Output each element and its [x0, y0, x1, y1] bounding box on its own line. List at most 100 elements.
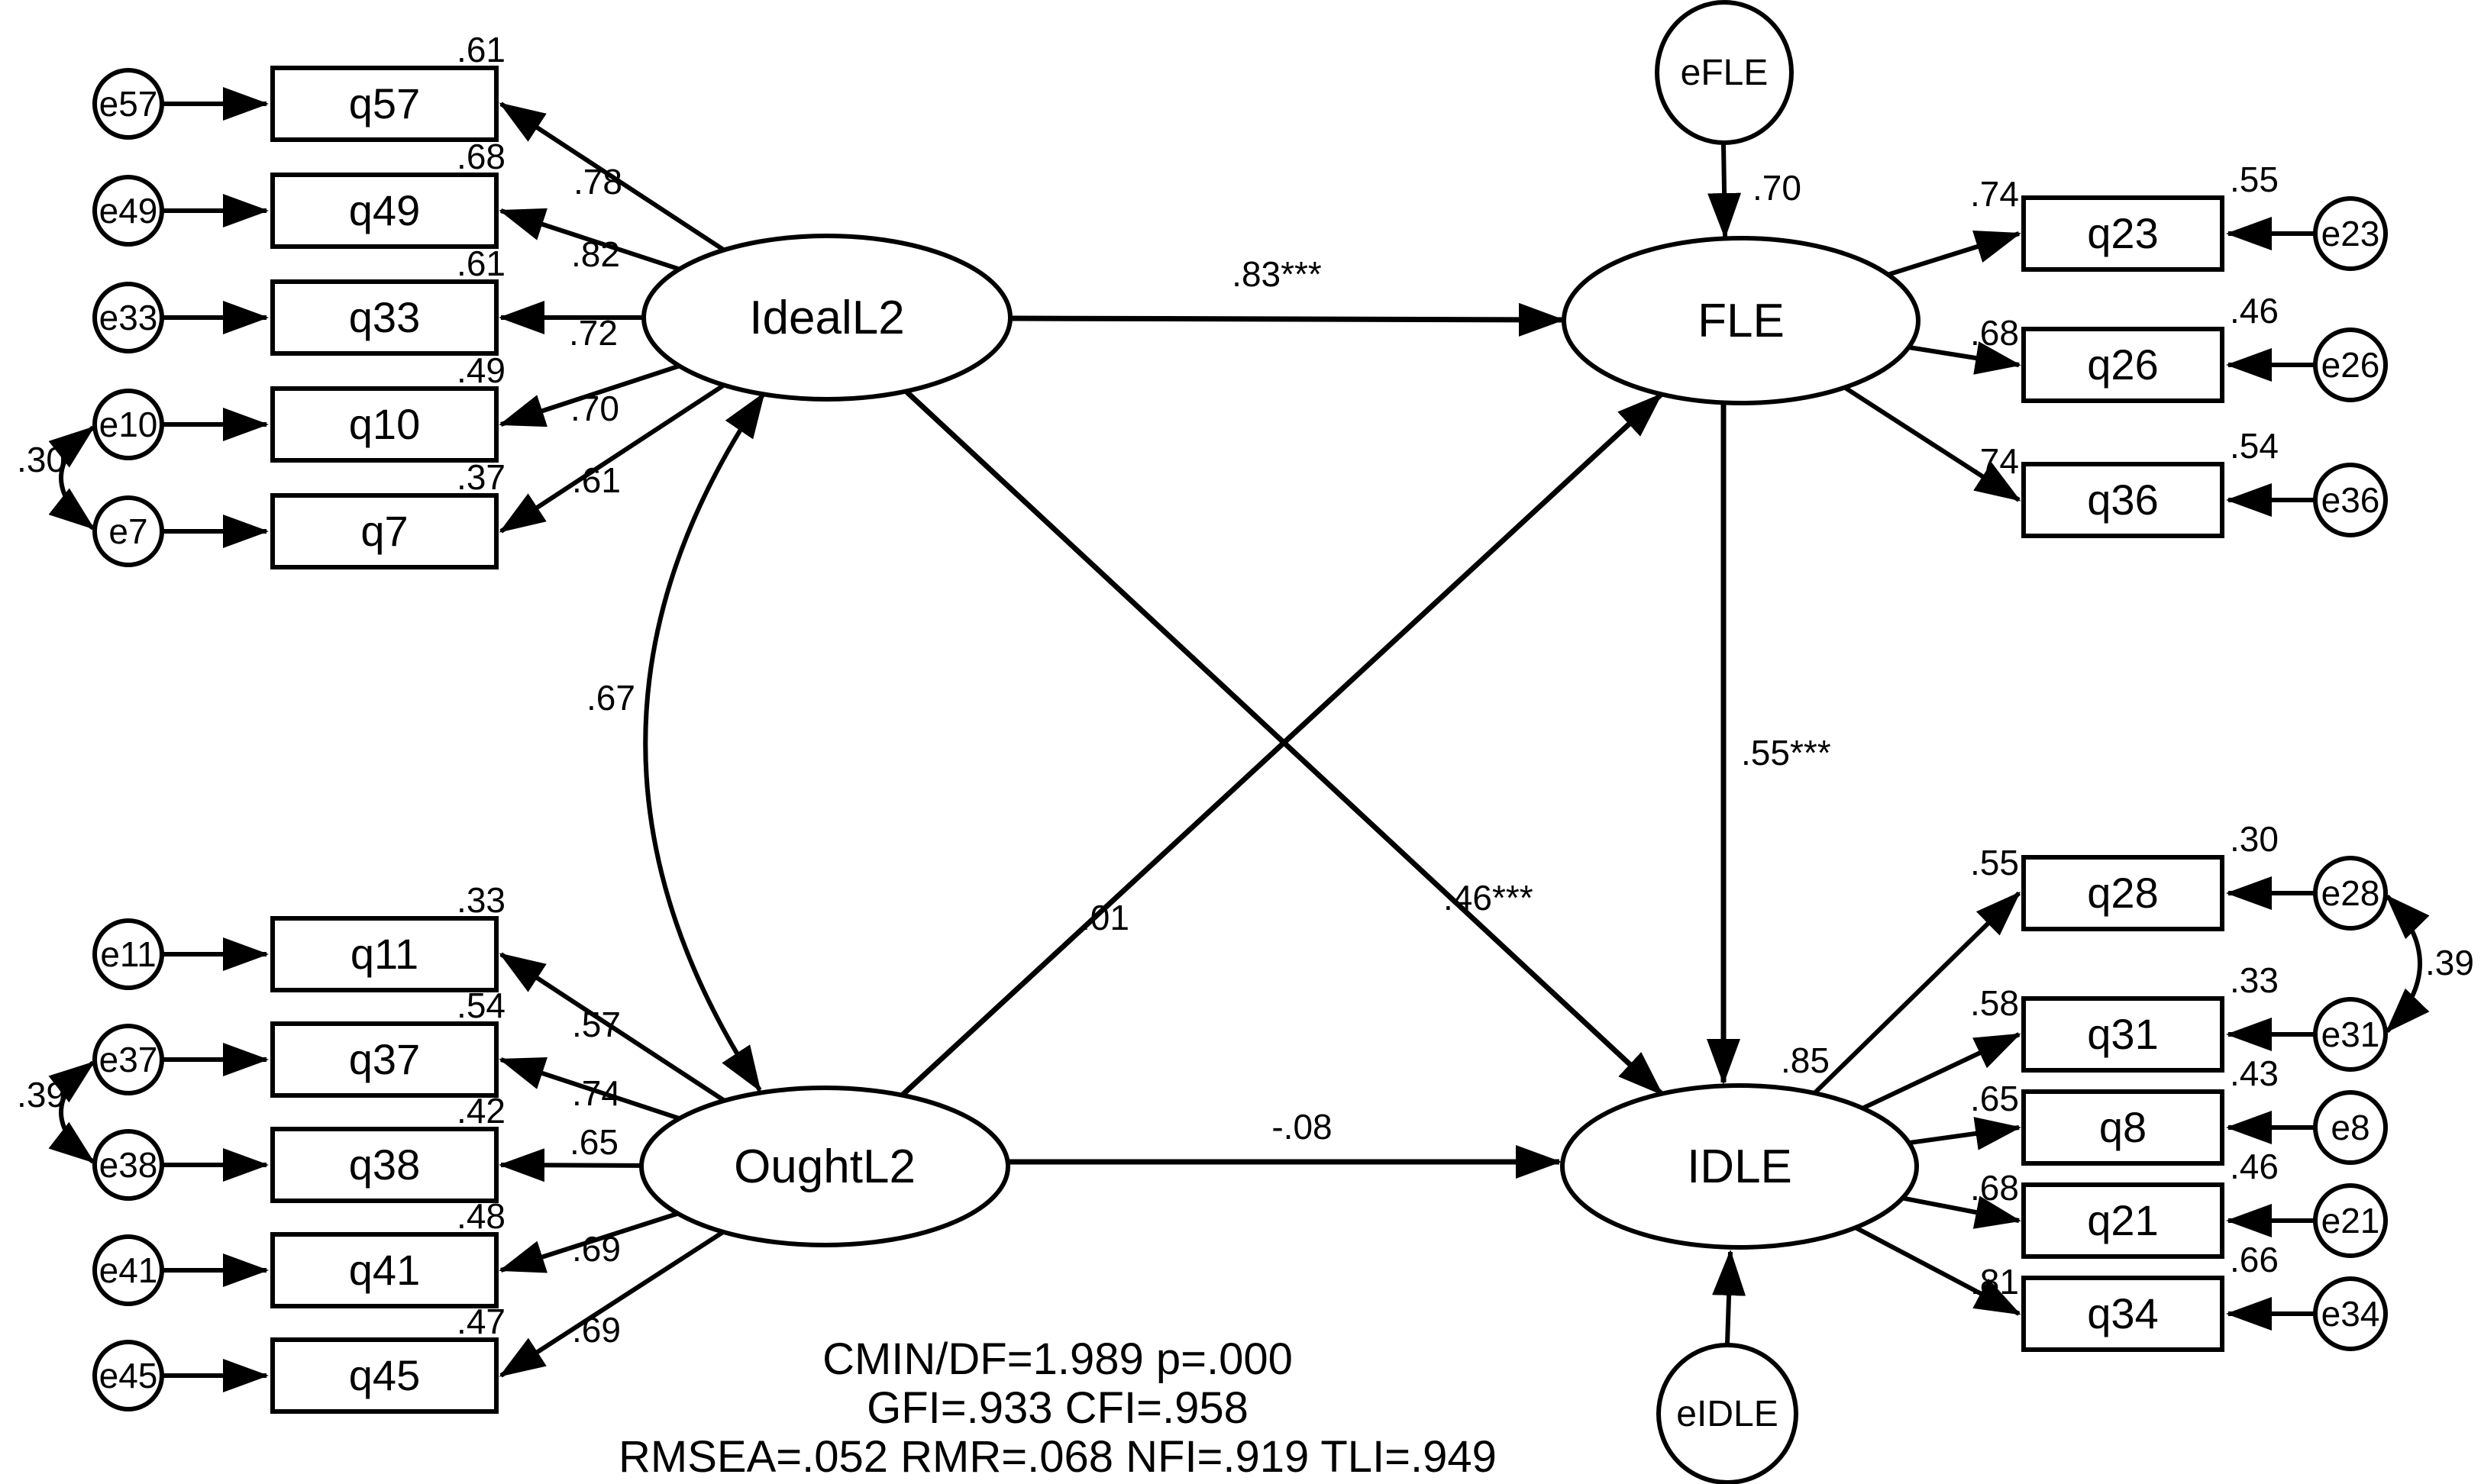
loading-value-q8: .65 [1970, 1079, 2019, 1118]
indicator-box-q38 [270, 1127, 499, 1203]
indicator-box-q31 [2021, 996, 2224, 1073]
error-circle-e11 [92, 918, 164, 990]
latent-error-label-eFLE: eFLE [1681, 53, 1769, 93]
loading-value-q34: .81 [1970, 1262, 2019, 1302]
structural-path-IdealL2-FLE [1011, 302, 1565, 337]
indicator-label-q28: q28 [2087, 869, 2158, 917]
indicator-box-q26 [2021, 327, 2224, 403]
indicator-box-q7 [270, 493, 499, 569]
r2-value-IDLE: .85 [1781, 1040, 1830, 1080]
covariance-path-e37-e38 [48, 1060, 95, 1164]
indicator-box-q34 [2021, 1276, 2224, 1352]
error-label-e7: e7 [108, 511, 147, 551]
covariance-path-e28-e31 [2385, 894, 2430, 1034]
fit-statistics: CMIN/DF=1.989 p=.000 GFI=.933 CFI=.958 R… [619, 1334, 1497, 1482]
error-label-e28: e28 [2321, 873, 2380, 913]
latent-ellipse-IDLE [1560, 1083, 1919, 1250]
path-coefficient-OughtL2-FLE: .01 [1081, 898, 1129, 937]
labels-layer: q57e57.78.61q49e49.82.68q33e33.72.61q10e… [17, 30, 2474, 1434]
indicator-box-q11 [270, 916, 499, 992]
error-circle-e57 [92, 68, 164, 140]
covariance-value-e28-e31: .39 [2425, 943, 2474, 982]
error-circle-e21 [2313, 1183, 2388, 1258]
error-label-e36: e36 [2321, 480, 2380, 520]
indicator-label-q49: q49 [349, 186, 420, 234]
loading-value-q49: .82 [571, 234, 620, 274]
covariance-value-IdealL2-OughtL2: .67 [586, 678, 635, 718]
loading-value-q36: .74 [1970, 441, 2019, 481]
error-circle-e26 [2313, 327, 2388, 402]
indicator-box-q36 [2021, 462, 2224, 538]
error-label-e8: e8 [2331, 1108, 2370, 1147]
latent-error-path-eIDLE [1712, 1250, 1746, 1344]
error-circle-e8 [2313, 1090, 2388, 1165]
fit-stat-line-2: GFI=.933 CFI=.958 [867, 1383, 1249, 1433]
error-label-e45: e45 [99, 1356, 158, 1395]
loading-value-q31: .58 [1970, 983, 2019, 1023]
error-circle-e45 [92, 1340, 164, 1411]
loading-value-q21: .68 [1970, 1168, 2019, 1208]
fit-stat-line-1: CMIN/DF=1.989 p=.000 [822, 1334, 1293, 1384]
latent-error-circle-eFLE [1655, 0, 1794, 145]
loading-value-q45: .69 [572, 1310, 621, 1350]
structural-path-OughtL2-FLE [900, 392, 1663, 1098]
error-label-e38: e38 [99, 1145, 158, 1185]
loading-value-q33: .72 [569, 313, 618, 353]
error-label-e33: e33 [99, 298, 158, 337]
r2-value-q37: .54 [457, 986, 506, 1025]
covariance-path-IdealL2-OughtL2 [643, 392, 766, 1092]
r2-value-q8: .43 [2230, 1053, 2279, 1093]
indicator-label-q38: q38 [349, 1140, 420, 1189]
r2-value-q31: .33 [2230, 960, 2279, 1000]
error-label-e11: e11 [100, 934, 156, 974]
loading-value-q38: .65 [570, 1122, 619, 1162]
fit-stat-line-3: RMSEA=.052 RMR=.068 NFI=.919 TLI=.949 [619, 1432, 1497, 1482]
error-label-e34: e34 [2321, 1294, 2380, 1334]
r2-value-q23: .55 [2230, 160, 2279, 199]
indicator-box-q8 [2021, 1089, 2224, 1166]
loading-value-q37: .74 [572, 1073, 621, 1113]
error-label-e57: e57 [99, 84, 158, 124]
indicator-label-q10: q10 [349, 400, 420, 448]
covariance-value-e10-e7: .30 [17, 440, 66, 479]
latent-label-FLE: FLE [1698, 295, 1785, 347]
r2-value-q11: .33 [457, 880, 506, 920]
indicator-label-q37: q37 [349, 1035, 420, 1083]
error-circle-e34 [2313, 1276, 2388, 1351]
indicator-box-q37 [270, 1021, 499, 1098]
error-label-e31: e31 [2321, 1015, 2380, 1054]
latent-label-IDLE: IDLE [1687, 1140, 1792, 1193]
indicator-label-q45: q45 [349, 1351, 420, 1399]
loading-value-q28: .55 [1970, 843, 2019, 882]
r2-value-q28: .30 [2230, 819, 2279, 859]
error-label-e23: e23 [2321, 214, 2380, 253]
indicator-box-q49 [270, 173, 499, 249]
latent-error-circle-eIDLE [1656, 1343, 1798, 1484]
latent-error-coefficient-eFLE: .70 [1753, 168, 1801, 208]
r2-value-q49: .68 [457, 137, 506, 176]
error-label-e41: e41 [99, 1250, 158, 1290]
r2-value-q45: .47 [457, 1302, 506, 1341]
error-circle-e38 [92, 1129, 164, 1201]
latent-label-OughtL2: OughtL2 [734, 1140, 916, 1193]
indicator-box-q21 [2021, 1182, 2224, 1259]
error-circle-e31 [2313, 997, 2388, 1072]
path-coefficient-IdealL2-IDLE: .46*** [1443, 878, 1533, 918]
error-label-e10: e10 [99, 405, 158, 444]
loading-value-q41: .69 [572, 1229, 621, 1269]
error-label-e26: e26 [2321, 345, 2380, 385]
indicator-box-q28 [2021, 855, 2224, 931]
indicator-label-q21: q21 [2087, 1196, 2158, 1244]
indicator-label-q33: q33 [349, 293, 420, 341]
loading-value-q57: .78 [573, 162, 622, 202]
indicator-box-q33 [270, 279, 499, 356]
indicator-label-q31: q31 [2087, 1010, 2158, 1058]
indicator-label-q36: q36 [2087, 476, 2158, 524]
error-label-e21: e21 [2321, 1201, 2380, 1240]
error-circle-e28 [2313, 856, 2388, 931]
covariance-path-e10-e7 [48, 425, 95, 531]
r2-value-q57: .61 [457, 30, 506, 69]
loading-value-q11: .57 [572, 1005, 621, 1044]
